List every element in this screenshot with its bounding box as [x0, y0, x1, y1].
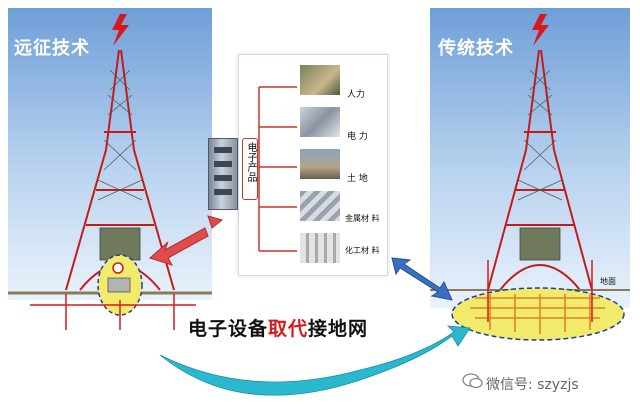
- lightning-icon: [532, 14, 549, 46]
- wechat-icon: [462, 373, 483, 389]
- item-label-land: 土 地: [347, 174, 368, 184]
- thumb-metal: [300, 191, 340, 221]
- thumb-labor: [300, 65, 340, 95]
- caption-part-1: 电子设备: [188, 318, 269, 340]
- item-label-metal: 金属材 料: [345, 214, 380, 223]
- caption-part-2: 取代: [268, 318, 309, 340]
- watermark-text: 微信号: szyzjs: [486, 377, 579, 393]
- thumb-land: [300, 149, 340, 179]
- main-caption: 电子设备取代接地网: [188, 314, 368, 341]
- blue-double-arrow: [391, 257, 453, 301]
- lightning-icon: [112, 14, 129, 46]
- electronic-products-label: 电子产品: [242, 138, 258, 200]
- center-panel: 人力 电 力 土 地 金属材 料 化工材 料: [238, 54, 388, 276]
- center-connector-lines: [258, 86, 297, 252]
- cabinet-panel: [214, 189, 232, 195]
- item-label-electricity: 电 力: [347, 132, 368, 142]
- cabinet-panel: [214, 147, 232, 153]
- cyan-swoosh: [159, 325, 471, 396]
- ground-label: 地面: [600, 277, 616, 286]
- thumb-chemical: [300, 233, 340, 263]
- item-label-chemical: 化工材 料: [345, 246, 380, 255]
- thumb-electricity: [300, 107, 340, 137]
- item-label-labor: 人力: [347, 90, 366, 100]
- caption-part-3: 接地网: [308, 318, 369, 340]
- right-panel-title: 传统技术: [438, 38, 514, 59]
- red-double-arrow: [149, 215, 224, 266]
- left-panel-title: 远征技术: [14, 38, 90, 59]
- cabinet-panel: [214, 175, 232, 181]
- electronic-cabinet-image: [208, 138, 238, 210]
- electronic-products-text: 电子产品: [245, 142, 256, 182]
- cabinet-panel: [214, 161, 232, 167]
